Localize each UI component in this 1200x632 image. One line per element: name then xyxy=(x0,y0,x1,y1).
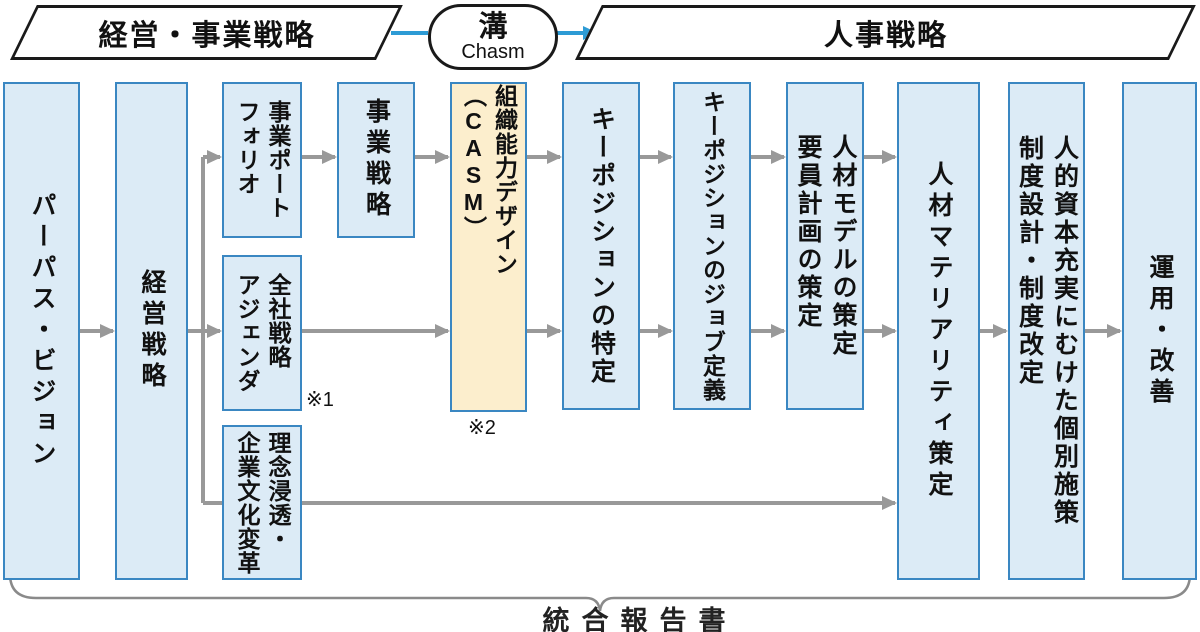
box-company-strategy-agenda-label: 全社戦略 アジェンダ xyxy=(234,273,292,393)
box-business-portfolio-label: 事業ポート フォリオ xyxy=(234,100,292,220)
header-hr-strategy-label: 人事戦略 xyxy=(823,19,948,52)
chasm-en-label: Chasm xyxy=(461,41,525,64)
box-culture-change-label: 理念浸透・ 企業文化変革 xyxy=(234,430,292,575)
box-key-position-job-definition-label: キーポジションのジョブ定義 xyxy=(699,90,726,402)
box-purpose-vision-label: パーパス・ビジョン xyxy=(28,191,56,471)
box-org-capability-design-casm-label: 組織能力デザイン（CASM） xyxy=(460,84,518,276)
integrated-report-brace xyxy=(8,573,1192,612)
chasm-badge: 溝 Chasm xyxy=(428,4,558,70)
box-culture-change: 理念浸透・ 企業文化変革 xyxy=(222,425,302,580)
footnote-2-marker: ※2 xyxy=(468,417,496,439)
box-talent-model-staffing-plan-label: 人材モデルの策定 要員計画の策定 xyxy=(794,134,857,358)
box-business-portfolio: 事業ポート フォリオ xyxy=(222,82,302,238)
integrated-report-label: 統合報告書 xyxy=(542,606,738,632)
box-key-position-job-definition: キーポジションのジョブ定義 xyxy=(673,82,751,410)
box-hr-materiality: 人材マテリアリティ策定 xyxy=(897,82,980,580)
box-company-strategy-agenda: 全社戦略 アジェンダ xyxy=(222,255,302,411)
box-hc-measures-system-design: 人的資本充実にむけた個別施策 制度設計・制度改定 xyxy=(1008,82,1085,580)
box-business-strategy: 事業戦略 xyxy=(337,82,415,238)
box-key-position-identification-label: キーポジションの特定 xyxy=(587,106,616,386)
footnote-1-marker: ※1 xyxy=(306,389,334,411)
box-talent-model-staffing-plan: 人材モデルの策定 要員計画の策定 xyxy=(786,82,864,410)
box-key-position-identification: キーポジションの特定 xyxy=(562,82,640,410)
box-purpose-vision: パーパス・ビジョン xyxy=(3,82,80,580)
box-org-capability-design-casm: 組織能力デザイン（CASM） xyxy=(450,82,527,412)
box-hr-materiality-label: 人材マテリアリティ策定 xyxy=(925,160,953,502)
chasm-jp-label: 溝 xyxy=(478,10,508,43)
box-operation-improvement: 運用・改善 xyxy=(1122,82,1197,580)
box-operation-improvement-label: 運用・改善 xyxy=(1146,253,1174,409)
header-management-business-strategy-label: 経営・事業戦略 xyxy=(98,19,316,52)
box-management-strategy-label: 経営戦略 xyxy=(138,269,166,393)
box-business-strategy-label: 事業戦略 xyxy=(362,98,391,222)
box-hc-measures-system-design-label: 人的資本充実にむけた個別施策 制度設計・制度改定 xyxy=(1015,135,1079,527)
box-management-strategy: 経営戦略 xyxy=(115,82,188,580)
